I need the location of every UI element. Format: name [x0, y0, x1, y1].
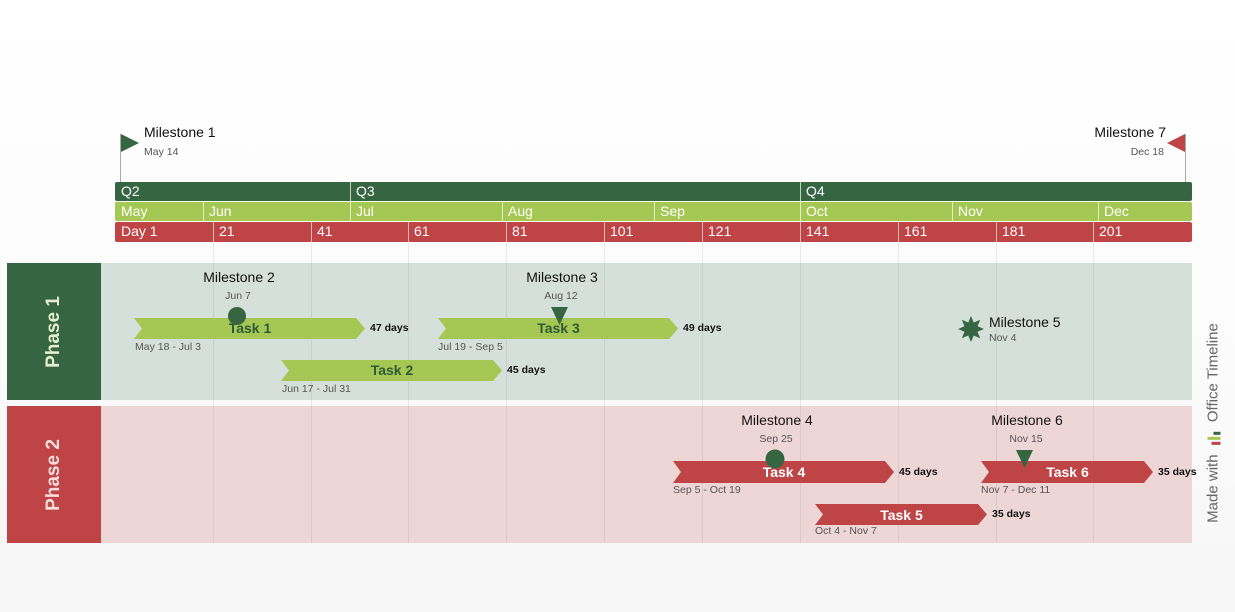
task-5-range: Oct 4 - Nov 7 [815, 525, 877, 537]
milestone-7-date: Dec 18 [1130, 146, 1164, 158]
day-label: 181 [1002, 223, 1026, 239]
milestone-6-date: Nov 15 [1009, 433, 1043, 445]
circle-milestone-icon [765, 449, 785, 469]
month-band: May Jun Jul Aug Sep Oct Nov Dec [115, 202, 1192, 221]
grid-line [408, 222, 409, 543]
milestone-6-title: Milestone 6 [991, 412, 1063, 428]
milestone-5-date: Nov 4 [989, 332, 1017, 344]
task-2-range: Jun 17 - Jul 31 [282, 383, 351, 395]
day-label: 21 [219, 223, 235, 239]
day-label: 161 [904, 223, 928, 239]
grid-line [604, 222, 605, 543]
month-label: Aug [508, 203, 533, 219]
day-band: Day 1 21 41 61 81 101 121 141 161 181 20… [115, 222, 1192, 242]
flag-icon [1167, 134, 1185, 152]
quarter-label: Q4 [806, 183, 825, 199]
task-1-duration: 47 days [370, 322, 409, 334]
day-label: 201 [1099, 223, 1123, 239]
office-timeline-text: Office Timeline [1204, 323, 1222, 423]
phase-1-header: Phase 1 [7, 263, 101, 400]
milestone-4-date: Sep 25 [759, 433, 793, 445]
task-5-bar [815, 504, 987, 525]
day-label: 41 [317, 223, 333, 239]
month-label: Oct [806, 203, 828, 219]
quarter-label: Q2 [121, 183, 140, 199]
office-timeline-logo-icon [1206, 430, 1222, 446]
task-2-label: Task 2 [370, 362, 414, 378]
milestone-7-flag [1185, 134, 1186, 182]
phase-1-label: Phase 1 [43, 295, 64, 368]
circle-milestone-icon [228, 307, 246, 325]
task-4-bar [673, 461, 894, 483]
month-label: Jul [356, 203, 374, 219]
phase-2-label: Phase 2 [43, 438, 64, 511]
day-label: Day 1 [121, 223, 158, 239]
quarter-label: Q3 [356, 183, 375, 199]
made-with-text: Made with [1204, 454, 1222, 523]
task-6-range: Nov 7 - Dec 11 [981, 484, 1051, 496]
star-milestone-icon [958, 316, 984, 342]
milestone-1-flag [120, 134, 121, 182]
office-timeline-branding: Made with Office Timeline [1204, 323, 1221, 523]
month-label: Dec [1104, 203, 1129, 219]
triangle-down-icon [551, 307, 568, 325]
task-4-duration: 45 days [899, 466, 938, 478]
task-3-label: Task 3 [537, 320, 580, 336]
task-2-bar [281, 360, 502, 381]
milestone-2-date: Jun 7 [225, 290, 251, 302]
milestone-7-title: Milestone 7 [1094, 124, 1166, 140]
month-label: Sep [660, 203, 685, 219]
milestone-1-date: May 14 [144, 146, 179, 158]
grid-line [506, 222, 507, 543]
task-3-duration: 49 days [683, 322, 722, 334]
task-5-label: Task 5 [880, 507, 923, 523]
day-label: 121 [708, 223, 732, 239]
task-2-duration: 45 days [507, 364, 546, 376]
milestone-5-title: Milestone 5 [989, 314, 1061, 330]
month-label: May [121, 203, 148, 219]
milestone-2-title: Milestone 2 [203, 269, 275, 285]
task-6-label: Task 6 [1046, 464, 1089, 480]
grid-line [1093, 222, 1094, 543]
month-label: Nov [958, 203, 983, 219]
phase-2-header: Phase 2 [7, 406, 101, 543]
grid-line [898, 222, 899, 543]
grid-line [311, 222, 312, 543]
grid-line [702, 222, 703, 543]
milestone-1-title: Milestone 1 [144, 124, 216, 140]
quarter-band: Q2 Q3 Q4 [115, 182, 1192, 201]
task-3-range: Jul 19 - Sep 5 [438, 341, 503, 353]
task-5-duration: 35 days [992, 508, 1031, 520]
day-label: 141 [806, 223, 830, 239]
day-label: 81 [512, 223, 528, 239]
milestone-3-date: Aug 12 [544, 290, 578, 302]
triangle-down-icon [1016, 450, 1033, 468]
day-label: 61 [414, 223, 430, 239]
task-6-duration: 35 days [1158, 466, 1197, 478]
flag-icon [121, 134, 139, 152]
month-label: Jun [209, 203, 232, 219]
milestone-4-title: Milestone 4 [741, 412, 813, 428]
grid-line [996, 222, 997, 543]
day-label: 101 [610, 223, 634, 239]
grid-line [800, 222, 801, 543]
task-1-range: May 18 - Jul 3 [135, 341, 201, 353]
grid-line [213, 222, 214, 543]
task-1-bar [134, 318, 365, 339]
task-4-range: Sep 5 - Oct 19 [673, 484, 741, 496]
milestone-3-title: Milestone 3 [526, 269, 598, 285]
task-1-label: Task 1 [228, 320, 272, 336]
task-3-bar [438, 318, 678, 339]
